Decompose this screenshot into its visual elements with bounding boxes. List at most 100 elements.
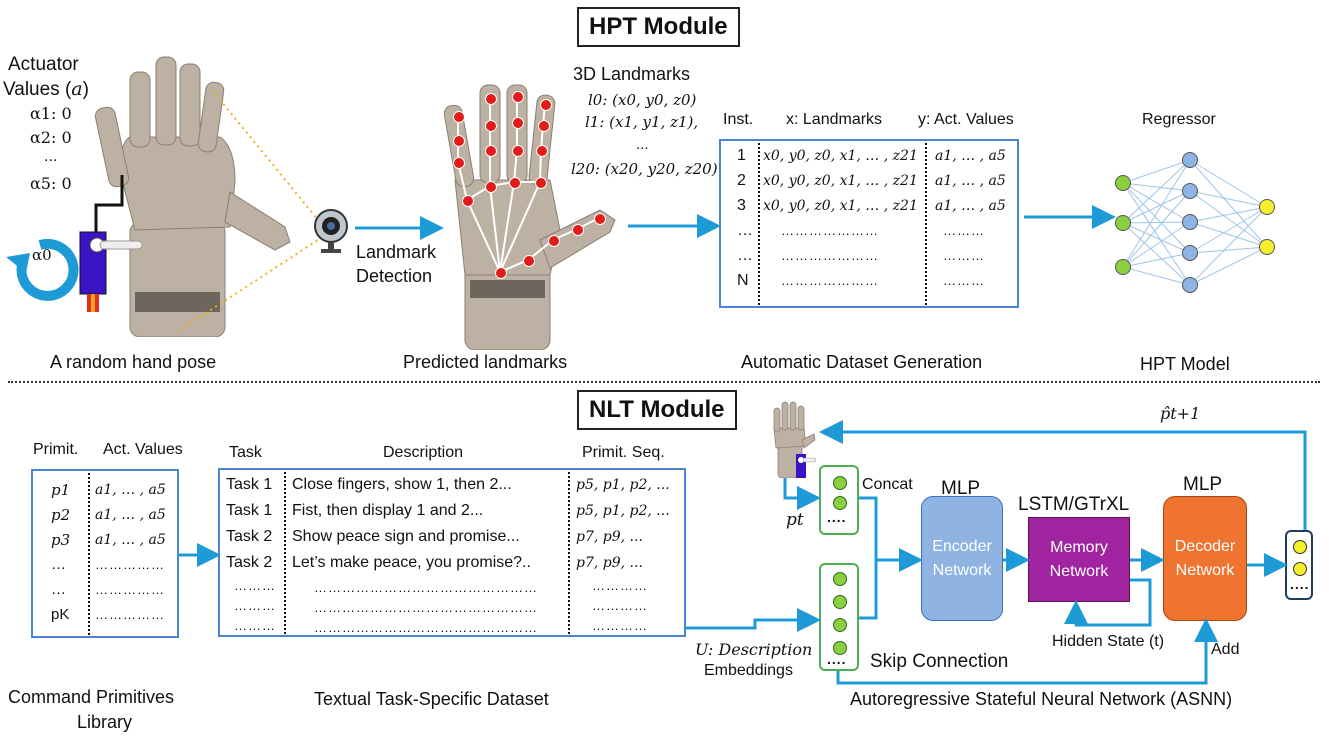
dataset-x-cell: x0, y0, z0, x1, … , z21 [763, 148, 918, 164]
primitive-id-cell: … [51, 556, 66, 573]
nn-edge [1122, 190, 1191, 268]
u-label-2: Embeddings [704, 662, 793, 679]
landmark-ellipsis: ... [636, 136, 649, 153]
dataset-inst-cell: 2 [737, 172, 746, 189]
landmark-point [512, 117, 524, 129]
caption-predicted-landmarks: Predicted landmarks [403, 352, 568, 372]
caption-asnn: Autoregressive Stateful Neural Network (… [850, 689, 1233, 709]
mlp-decoder-label: MLP [1183, 474, 1223, 495]
task-id-cell: Task 1 [226, 476, 273, 493]
landmark-point [453, 157, 465, 169]
u-node-3 [833, 618, 847, 632]
regressor-label: Regressor [1142, 111, 1216, 128]
dataset-inst-cell: 1 [737, 147, 746, 164]
dataset-divider-1 [758, 143, 760, 305]
primitives-header-prim: Primit. [33, 441, 79, 458]
primitive-act-cell: a1, … , a5 [95, 532, 166, 548]
actuator-value-1: α1: 0 [30, 104, 72, 123]
dataset-x-cell: ………………… [781, 223, 879, 238]
task-id-cell: Task 2 [226, 528, 273, 545]
dataset-header-x: x: Landmarks [786, 111, 883, 128]
nn-edge [1189, 221, 1268, 248]
actuator-heading-line2: Values (a) [3, 78, 89, 101]
actuator-heading: Actuator [8, 54, 79, 75]
pt-vector: .... [819, 465, 859, 535]
nn-node [1259, 199, 1275, 215]
pt-label: pt [786, 510, 804, 530]
nn-edge [1189, 190, 1268, 208]
regressor-network [1115, 152, 1275, 293]
primitive-id-cell: p3 [51, 531, 71, 549]
nn-edge [1189, 159, 1268, 208]
servo-actuator [6, 175, 143, 312]
u-vector: .... [819, 563, 859, 671]
dataset-header-y: y: Act. Values [918, 111, 1014, 128]
landmark-point [462, 195, 474, 207]
nn-edge [1122, 222, 1191, 286]
arrow-hand-to-pt [783, 478, 821, 510]
caption-dataset-generation: Automatic Dataset Generation [741, 352, 983, 372]
task-desc-cell: Close fingers, show 1, then 2... [292, 476, 512, 493]
landmark-point [540, 99, 552, 111]
landmark-point [453, 111, 465, 123]
skip-connection-label: Skip Connection [870, 651, 1009, 672]
landmark-point [535, 177, 547, 189]
caption-hpt-model: HPT Model [1140, 354, 1230, 374]
u-ellipsis: .... [827, 651, 847, 667]
webcam-icon [314, 209, 348, 253]
u-label-1: U: Description [695, 640, 812, 660]
nn-edge [1122, 182, 1191, 286]
nn-edge [1189, 246, 1268, 286]
task-seq-filler: ………… [592, 578, 648, 593]
task-desc-filler: ………………………………………… [314, 600, 538, 615]
u-label-sym: U: Description [695, 640, 813, 659]
landmark-point [453, 135, 465, 147]
u-node-4 [833, 641, 847, 655]
nn-edge [1122, 182, 1191, 192]
lstm-label: LSTM/GTrXL [1018, 494, 1130, 515]
u-node-2 [833, 595, 847, 609]
primitives-divider [88, 473, 90, 635]
task-desc-filler: ………………………………………… [314, 580, 538, 595]
nn-edge [1122, 222, 1191, 254]
nn-node [1115, 259, 1131, 275]
primitive-act-cell: …………… [95, 582, 165, 597]
nn-edge [1122, 182, 1191, 223]
nn-edge [1122, 159, 1191, 224]
task-divider-2 [568, 472, 570, 634]
dataset-inst-cell: … [737, 247, 753, 264]
task-seq-filler: ………… [592, 598, 648, 613]
dataset-x-cell: ………………… [781, 273, 879, 288]
output-node-1 [1293, 540, 1307, 554]
pt-node-2 [833, 496, 847, 510]
actuator-value-5: α5: 0 [30, 174, 72, 193]
landmark-point [512, 145, 524, 157]
pt-ellipsis: .... [827, 509, 847, 525]
landmark-point [538, 120, 550, 132]
primitives-header-act: Act. Values [103, 441, 183, 458]
decoder-label-2: Network [1175, 561, 1235, 579]
nn-edge [1122, 159, 1191, 268]
landmark-point [485, 181, 497, 193]
task-id-filler: ……… [234, 598, 276, 613]
landmark-l20: l20: (x20, y20, z20) [571, 160, 718, 178]
dataset-inst-cell: 3 [737, 197, 746, 214]
alpha0-label: α0 [32, 246, 52, 264]
landmark-point [485, 145, 497, 157]
primitive-act-cell: a1, … , a5 [95, 482, 166, 498]
task-divider-1 [284, 472, 286, 634]
arrow-tasks-to-u [686, 608, 821, 632]
nn-edge [1122, 182, 1191, 254]
task-seq-cell: p5, p1, p2, ... [576, 477, 670, 493]
landmark-detection-label-2: Detection [356, 266, 433, 286]
landmark-point [536, 145, 548, 157]
arrow-u-to-encoder [859, 560, 878, 620]
caption-primitives-library-1: Command Primitives [8, 687, 175, 707]
landmark-point [523, 255, 535, 267]
task-id-filler: ……… [234, 618, 276, 633]
task-header-task: Task [229, 444, 262, 461]
